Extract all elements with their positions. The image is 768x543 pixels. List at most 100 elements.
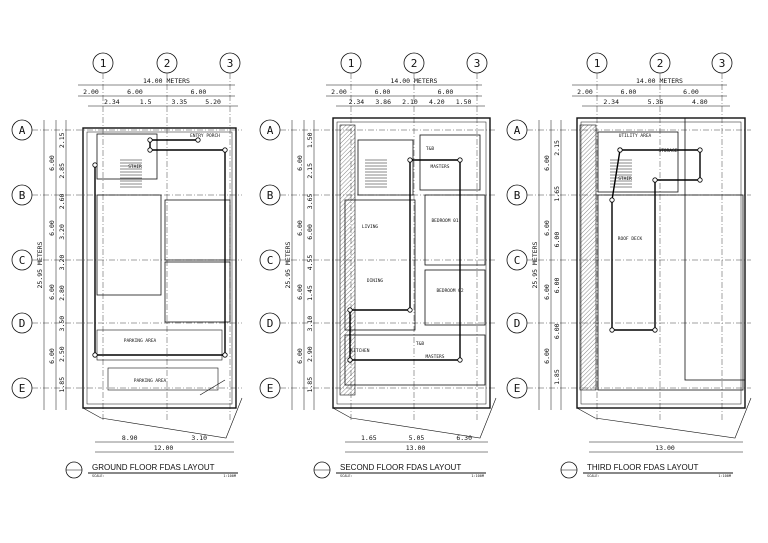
row-dim: 6.00 xyxy=(296,348,304,364)
room-label: MASTERS xyxy=(431,164,450,170)
bottom-dim: 3.10 xyxy=(191,434,207,442)
grid-label-col: 1 xyxy=(100,57,107,70)
grid-label-col: 2 xyxy=(657,57,664,70)
room-label: BEDROOM 02 xyxy=(436,288,463,294)
room-label: T&B xyxy=(416,341,424,347)
room-label: PARKING AREA xyxy=(124,338,157,344)
side-dim: 6.00 xyxy=(553,232,561,248)
side-dim: 1.50 xyxy=(306,132,314,148)
side-dim: 6.00 xyxy=(553,323,561,339)
smoke-detector-icon xyxy=(407,157,413,163)
smoke-detector-icon xyxy=(222,352,228,358)
side-dim: 1.45 xyxy=(306,285,314,301)
side-dim: 2.60 xyxy=(58,193,66,209)
side-dim: 2.80 xyxy=(58,285,66,301)
room-label: STORAGE xyxy=(659,148,678,154)
side-dim: 4.55 xyxy=(306,255,314,271)
smoke-detector-icon xyxy=(609,197,615,203)
side-dim: 3.65 xyxy=(306,193,314,209)
scale-label: SCALE: xyxy=(587,474,600,478)
side-dim: 3.10 xyxy=(306,316,314,332)
grid-label-row: B xyxy=(267,189,274,202)
sub-dim: 1.50 xyxy=(456,98,472,106)
smoke-detector-icon xyxy=(457,357,463,363)
floor-title: GROUND FLOOR FDAS LAYOUT xyxy=(92,463,215,472)
overall-height-dim: 25.95 METERS xyxy=(36,241,44,288)
row-dim: 6.00 xyxy=(48,348,56,364)
site-boundary xyxy=(82,397,243,439)
row-dim: 6.00 xyxy=(543,220,551,236)
smoke-detector-icon xyxy=(147,147,153,153)
room-label: ENTRY PORCH xyxy=(190,133,220,139)
overall-height-dim: 25.95 METERS xyxy=(284,241,292,288)
smoke-detector-icon xyxy=(92,352,98,358)
row-dim: 6.00 xyxy=(296,155,304,171)
room-label: DINING xyxy=(367,278,384,284)
grid-label-row: B xyxy=(19,189,26,202)
scale-label: SCALE: xyxy=(340,474,353,478)
sub-dim: 1.5 xyxy=(140,98,152,106)
room-label: BEDROOM 01 xyxy=(431,218,458,224)
sub-dim: 4.20 xyxy=(429,98,445,106)
smoke-detector-icon xyxy=(609,327,615,333)
scale-value: 1:100M xyxy=(471,474,484,478)
bottom-dim: 1.65 xyxy=(361,434,377,442)
top-dim: 2.00 xyxy=(83,88,99,96)
bottom-total-dim: 13.00 xyxy=(655,444,675,452)
grid-label-row: A xyxy=(19,124,26,137)
scale-value: 1:100M xyxy=(223,474,236,478)
smoke-detector-icon xyxy=(457,157,463,163)
side-dim: 2.15 xyxy=(553,140,561,156)
grid-label-col: 1 xyxy=(348,57,355,70)
side-dim: 1.85 xyxy=(58,377,66,393)
sub-dim: 2.34 xyxy=(349,98,365,106)
room-label: LIVING xyxy=(362,224,379,230)
grid-label-row: D xyxy=(267,317,274,330)
sub-dim: 3.35 xyxy=(172,98,188,106)
grid-label-row: C xyxy=(19,254,26,267)
top-dim: 6.00 xyxy=(127,88,143,96)
side-dim: 2.90 xyxy=(306,346,314,362)
side-dim: 2.50 xyxy=(58,346,66,362)
room-label: T&B xyxy=(426,146,434,152)
smoke-detector-icon xyxy=(407,307,413,313)
room-label: MASTERS xyxy=(426,354,445,360)
side-dim: 1.85 xyxy=(553,369,561,385)
side-dim: 1.65 xyxy=(553,186,561,202)
side-dim: 1.85 xyxy=(306,377,314,393)
grid-label-col: 1 xyxy=(594,57,601,70)
smoke-detector-icon xyxy=(222,147,228,153)
top-dim: 6.00 xyxy=(438,88,454,96)
room-label: UTILITY AREA xyxy=(619,133,652,139)
fdas-wiring-loop xyxy=(611,149,701,331)
sub-dim: 2.34 xyxy=(104,98,120,106)
room-label: PARKING AREA xyxy=(134,378,167,384)
grid-label-row: C xyxy=(514,254,521,267)
grid-label-row: A xyxy=(267,124,274,137)
bottom-total-dim: 13.00 xyxy=(406,444,426,452)
overall-width-dim: 14.00 METERS xyxy=(391,77,438,85)
grid-label-col: 2 xyxy=(411,57,418,70)
top-dim: 6.00 xyxy=(375,88,391,96)
top-dim: 6.00 xyxy=(191,88,207,96)
top-dim: 2.00 xyxy=(331,88,347,96)
grid-label-col: 3 xyxy=(227,57,234,70)
grid-label-row: A xyxy=(514,124,521,137)
smoke-detector-icon xyxy=(147,137,153,143)
row-dim: 6.00 xyxy=(48,284,56,300)
smoke-detector-icon xyxy=(195,137,201,143)
side-dim: 2.15 xyxy=(58,132,66,148)
row-dim: 6.00 xyxy=(543,284,551,300)
bottom-dim: 6.30 xyxy=(456,434,472,442)
overall-width-dim: 14.00 METERS xyxy=(636,77,683,85)
grid-label-row: D xyxy=(514,317,521,330)
row-dim: 6.00 xyxy=(296,220,304,236)
smoke-detector-icon xyxy=(652,327,658,333)
row-dim: 6.00 xyxy=(543,348,551,364)
sub-dim: 2.10 xyxy=(402,98,418,106)
sub-dim: 2.34 xyxy=(603,98,619,106)
smoke-detector-icon xyxy=(92,162,98,168)
room-label: KITCHEN xyxy=(351,348,370,354)
bottom-dim: 5.05 xyxy=(409,434,425,442)
